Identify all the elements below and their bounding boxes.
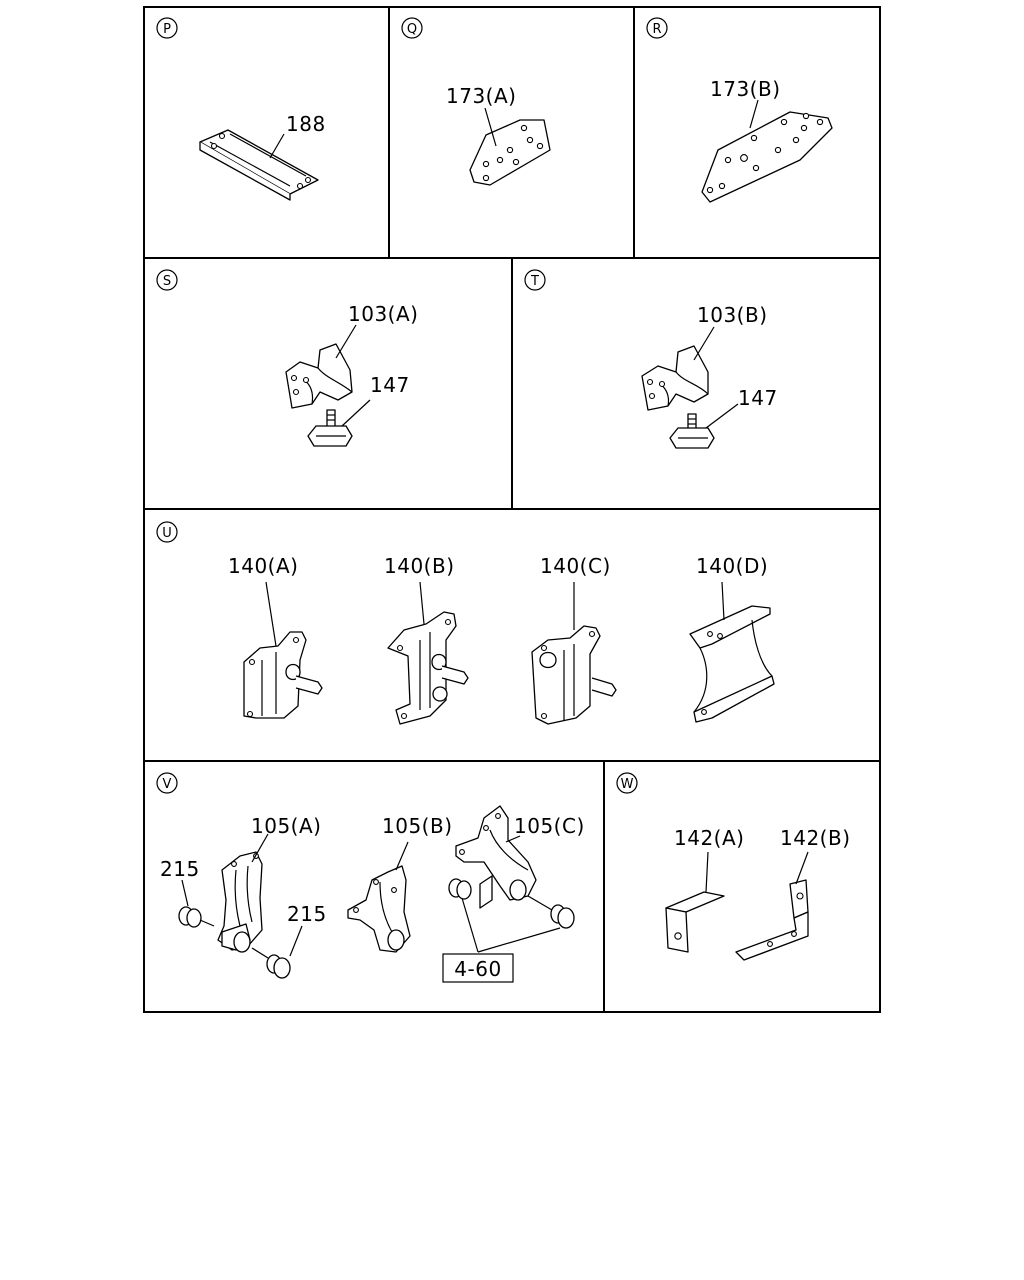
part-103b-bracket — [641, 345, 709, 411]
label-142b: 142(B) — [780, 826, 851, 850]
panel-letter-u: U — [156, 521, 178, 543]
part-103a-bracket — [285, 343, 353, 409]
part-147-stopper — [307, 399, 371, 447]
part-142b-bracket — [735, 851, 809, 961]
panel-letter-t: T — [524, 269, 546, 291]
panel-w: W 142(A) 142(B) — [616, 772, 851, 961]
label-105a: 105(A) — [251, 814, 321, 838]
svg-text:R: R — [652, 22, 661, 37]
label-103b: 103(B) — [697, 303, 768, 327]
panel-letter-p: P — [156, 17, 178, 39]
label-215-left: 215 — [160, 857, 200, 881]
panel-u: U 140(A) 140(B) — [156, 521, 775, 725]
label-4-60: 4-60 — [454, 957, 501, 981]
label-173a: 173(A) — [446, 84, 516, 108]
panel-letter-w: W — [616, 772, 638, 794]
panel-letter-q: Q — [401, 17, 423, 39]
label-173b: 173(B) — [710, 77, 781, 101]
label-140a: 140(A) — [228, 554, 298, 578]
part-140d-bracket — [689, 581, 775, 723]
panel-s: S 103(A) 147 — [156, 269, 418, 447]
part-4-60-bushings — [442, 878, 575, 983]
panel-letter-r: R — [646, 17, 668, 39]
svg-text:W: W — [621, 777, 634, 792]
part-105a-bracket — [217, 833, 269, 953]
part-105b-bracket — [347, 841, 411, 953]
part-140c-bracket — [531, 582, 617, 725]
part-173b-plate — [701, 99, 833, 203]
panel-q: Q 173(A) — [401, 17, 551, 186]
label-142a: 142(A) — [674, 826, 744, 850]
panel-v: V 105(A) 215 215 — [156, 772, 585, 983]
label-140d: 140(D) — [696, 554, 768, 578]
label-147-s: 147 — [370, 373, 410, 397]
part-147-stopper — [669, 403, 739, 449]
svg-text:Q: Q — [407, 22, 417, 37]
label-140c: 140(C) — [540, 554, 611, 578]
panel-p: P 188 — [156, 17, 326, 201]
part-105c-bracket — [455, 805, 537, 909]
label-188: 188 — [286, 112, 326, 136]
panel-t: T 103(B) 147 — [524, 269, 778, 449]
panel-r: R 173(B) — [646, 17, 833, 203]
part-188-bracket — [199, 129, 319, 201]
part-142a-bracket — [665, 851, 725, 953]
svg-text:S: S — [163, 274, 171, 289]
part-140a-bracket — [243, 581, 323, 719]
label-103a: 103(A) — [348, 302, 418, 326]
panel-letter-s: S — [156, 269, 178, 291]
label-105b: 105(B) — [382, 814, 453, 838]
svg-text:T: T — [530, 274, 539, 289]
label-140b: 140(B) — [384, 554, 455, 578]
svg-text:V: V — [163, 777, 172, 792]
label-147-t: 147 — [738, 386, 778, 410]
svg-text:P: P — [163, 22, 171, 37]
label-215-right: 215 — [287, 902, 327, 926]
svg-text:U: U — [162, 526, 172, 541]
label-105c: 105(C) — [514, 814, 585, 838]
part-140b-bracket — [387, 581, 469, 725]
part-173a-plate — [469, 107, 551, 186]
panel-grid — [143, 6, 881, 1013]
part-215-bushing-right — [251, 925, 303, 979]
part-215-bushing-left — [178, 879, 215, 928]
panel-letter-v: V — [156, 772, 178, 794]
